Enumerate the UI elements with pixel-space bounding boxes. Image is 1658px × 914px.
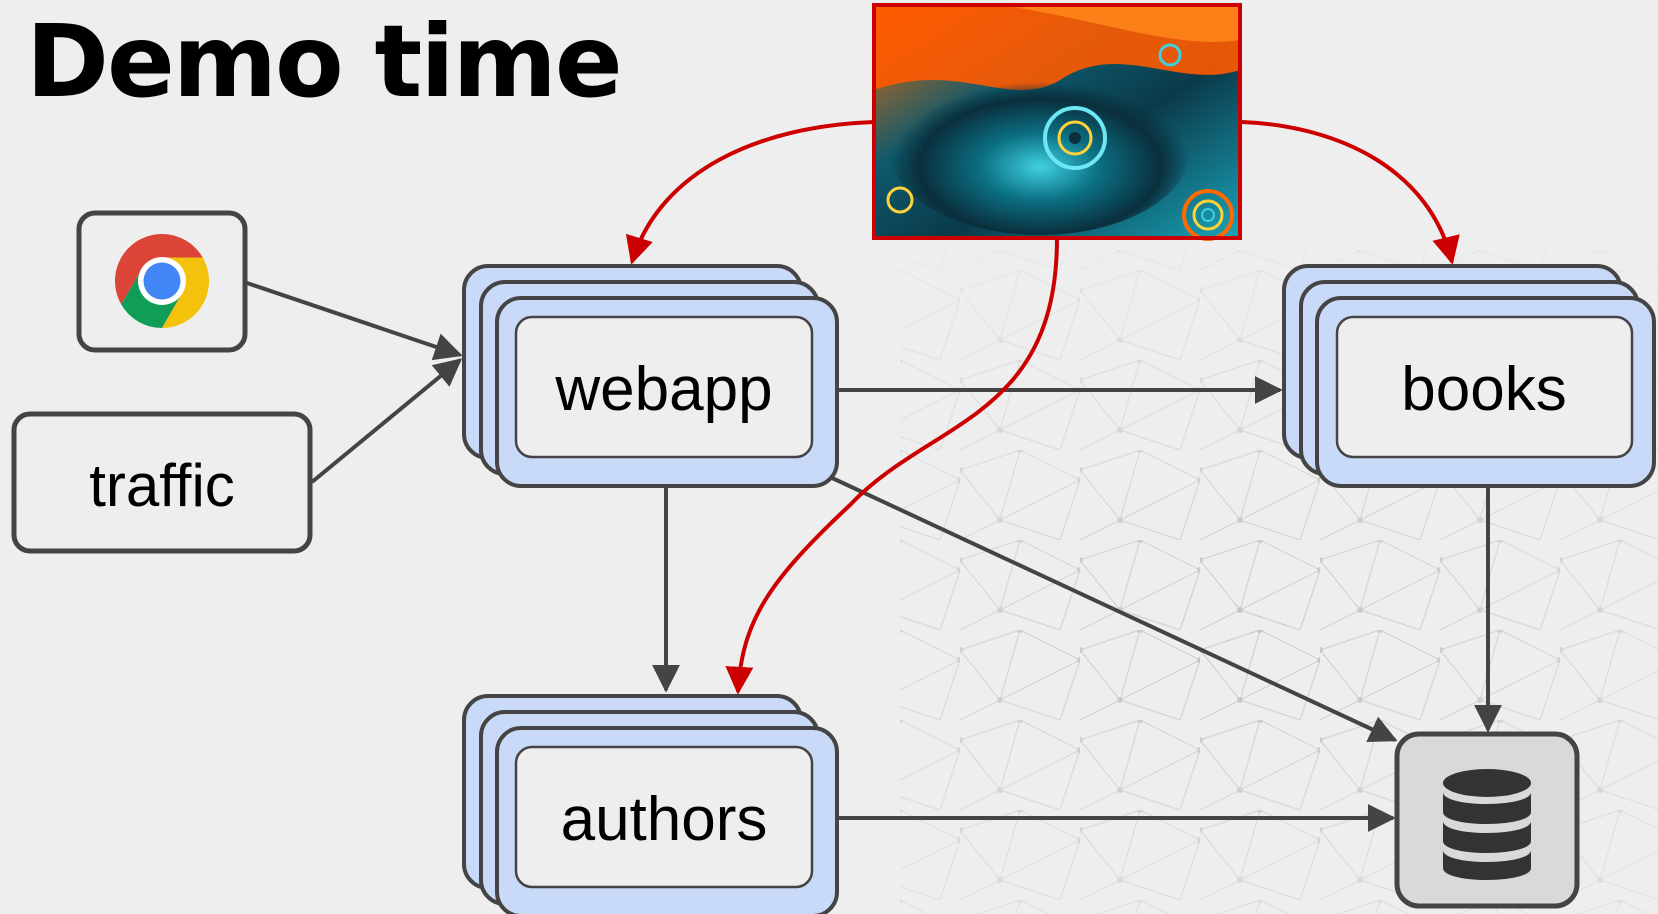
browser-node bbox=[76, 210, 248, 353]
authors-node: authors bbox=[462, 694, 839, 914]
edge-traffic-webapp bbox=[310, 358, 463, 484]
edge-browser-webapp bbox=[243, 280, 463, 361]
dark-edges bbox=[243, 280, 1502, 832]
books-node: books bbox=[1282, 264, 1656, 488]
edge-chaos-books bbox=[1241, 120, 1460, 265]
fractal-image bbox=[872, 3, 1242, 241]
authors-label: authors bbox=[561, 785, 768, 854]
edge-chaos-authors bbox=[725, 237, 1059, 695]
red-edges bbox=[625, 120, 1460, 695]
books-inner-box bbox=[1335, 315, 1634, 459]
authors-inner-box bbox=[514, 745, 814, 889]
edge-chaos-webapp bbox=[625, 120, 875, 265]
webapp-node: webapp bbox=[462, 264, 839, 488]
chrome-browser-icon bbox=[115, 234, 209, 328]
webapp-inner-box bbox=[514, 315, 814, 459]
books-label: books bbox=[1401, 355, 1566, 424]
edge-webapp-database bbox=[829, 475, 1398, 743]
webapp-label: webapp bbox=[554, 355, 772, 424]
traffic-label: traffic bbox=[89, 452, 235, 519]
database-icon bbox=[1443, 769, 1531, 880]
slide-title: Demo time bbox=[26, 3, 623, 120]
database-node bbox=[1394, 731, 1580, 909]
traffic-node: traffic bbox=[11, 411, 313, 554]
